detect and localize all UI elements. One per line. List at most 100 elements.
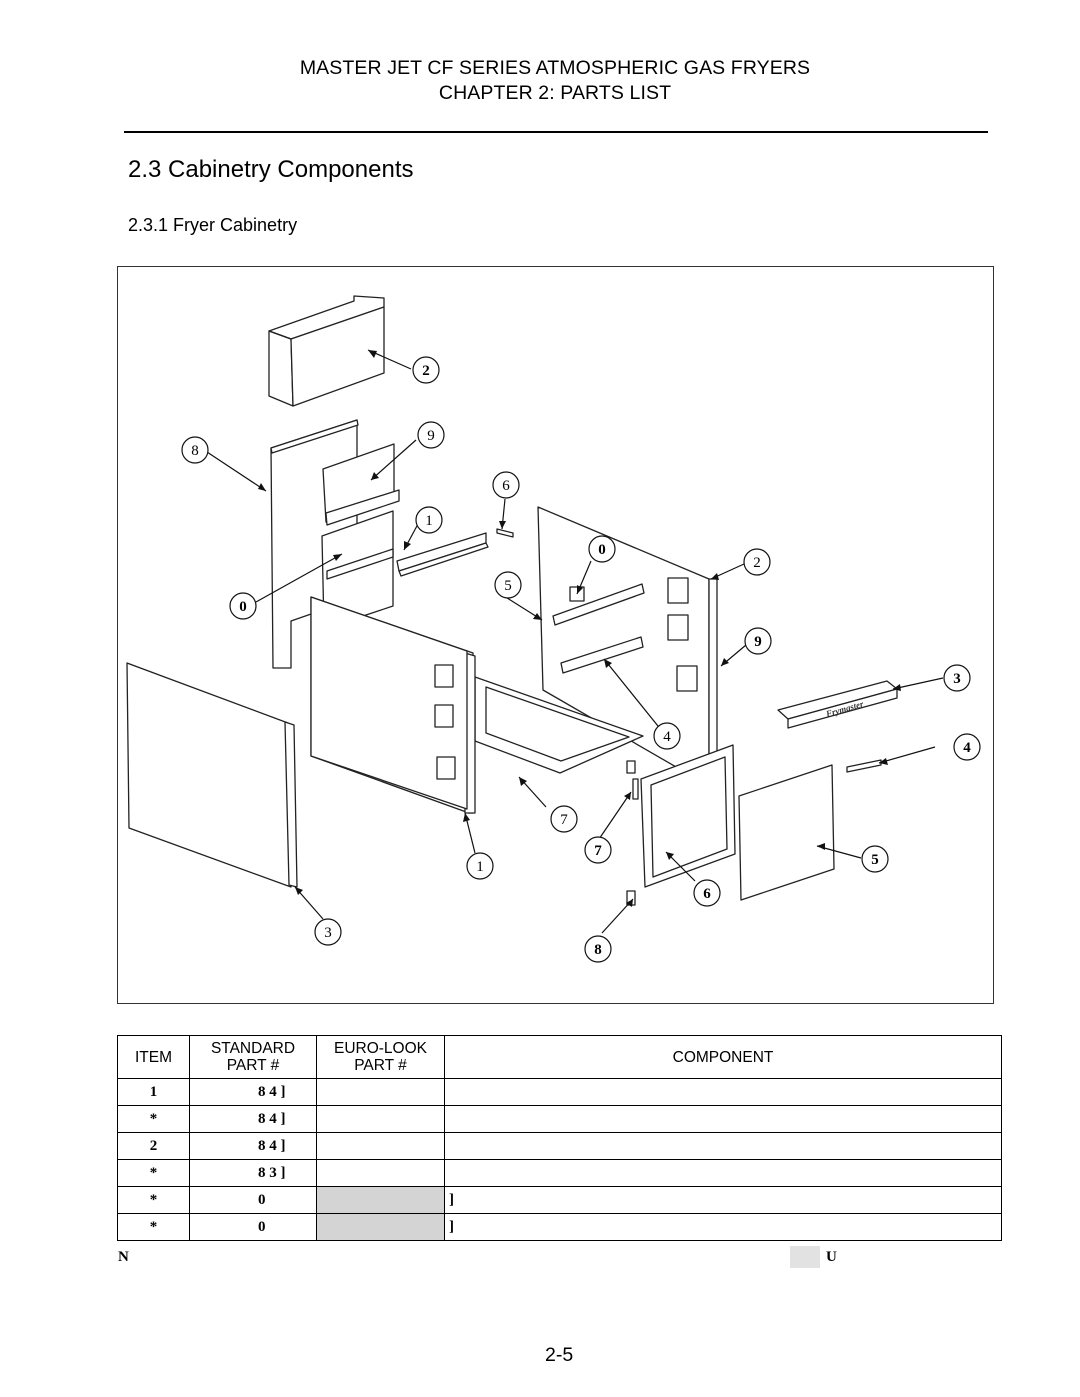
row-euro-look-part <box>316 1132 445 1160</box>
side-skin-part <box>126 662 292 888</box>
upper-plate-rail <box>325 489 400 526</box>
lower-cross-rail <box>560 636 644 674</box>
rear-panel-top <box>270 419 359 454</box>
callout-label: 6 <box>502 478 510 494</box>
header-component: COMPONENT <box>444 1035 1002 1079</box>
flue-cap-face <box>290 306 385 407</box>
row-component <box>444 1132 1002 1160</box>
callout-circle <box>314 918 342 946</box>
table-row: *0] <box>117 1213 1002 1241</box>
left-side-panel-face <box>310 596 468 810</box>
row-item: * <box>117 1105 190 1133</box>
row-component <box>444 1159 1002 1187</box>
top-cap-front <box>787 688 898 729</box>
row-item: * <box>117 1213 190 1241</box>
table-row: *0] <box>117 1186 1002 1214</box>
callout-label: 2 <box>753 555 761 571</box>
row-euro-look-part <box>316 1078 445 1106</box>
bracket-part <box>496 528 514 538</box>
header-rule <box>124 131 988 133</box>
row-standard-part: 8 4 ] <box>189 1078 317 1106</box>
callout-circle <box>953 733 981 761</box>
handle-part <box>846 759 882 773</box>
row-component <box>444 1105 1002 1133</box>
header-euro-look-part: EURO-LOOK PART # <box>316 1035 445 1079</box>
callout-label: 0 <box>239 599 247 615</box>
callout-label: 8 <box>594 942 602 958</box>
callout-circle <box>415 506 443 534</box>
table-header-row: ITEM STANDARD PART # EURO-LOOK PART # CO… <box>117 1035 1002 1079</box>
callout-circle <box>229 592 257 620</box>
row-component: ] <box>444 1213 1002 1241</box>
table-row: *8 3 ] <box>117 1159 1002 1187</box>
row-item: 2 <box>117 1132 190 1160</box>
exploded-view-figure: Frymaster <box>117 266 994 1004</box>
callout-circle <box>417 421 445 449</box>
callout-label: 3 <box>324 925 332 941</box>
table-note: N <box>118 1249 129 1265</box>
page-number: 2-5 <box>545 1344 574 1366</box>
callout-circle <box>584 935 612 963</box>
row-standard-part: 0 <box>189 1186 317 1214</box>
header-standard-part: STANDARD PART # <box>189 1035 317 1079</box>
row-standard-part: 8 4 ] <box>189 1132 317 1160</box>
callout-circle <box>181 436 209 464</box>
shading-legend-text: U <box>826 1249 837 1265</box>
upper-cross-rail <box>552 583 645 626</box>
callout-circle <box>584 836 612 864</box>
row-item: * <box>117 1159 190 1187</box>
lower-plate-rail <box>326 548 394 580</box>
row-component <box>444 1078 1002 1106</box>
flue-cap-front <box>268 330 294 407</box>
callout-circle <box>494 571 522 599</box>
row-euro-look-part <box>316 1186 445 1214</box>
callout-label: 6 <box>703 886 711 902</box>
callout-circle <box>550 805 578 833</box>
callout-circle <box>653 722 681 750</box>
callout-label: 9 <box>754 634 762 650</box>
callout-label: 0 <box>598 542 606 558</box>
callout-label: 7 <box>560 812 568 828</box>
header-title: MASTER JET CF SERIES ATMOSPHERIC GAS FRY… <box>299 57 811 79</box>
callout-circle <box>861 845 889 873</box>
side-rail-lip <box>398 542 489 577</box>
door-frame-part <box>640 744 736 888</box>
shading-legend-swatch <box>790 1246 820 1268</box>
row-standard-part: 0 <box>189 1213 317 1241</box>
row-item: * <box>117 1186 190 1214</box>
callout-label: 8 <box>191 443 199 459</box>
header-item: ITEM <box>117 1035 190 1079</box>
callout-circle <box>693 879 721 907</box>
callout-label: 5 <box>871 852 879 868</box>
row-standard-part: 8 3 ] <box>189 1159 317 1187</box>
callout-label: 4 <box>663 729 671 745</box>
callout-label: 1 <box>476 859 484 875</box>
section-title: 2.3 Cabinetry Components <box>128 156 414 183</box>
door-panel-part <box>738 764 835 901</box>
callout-label: 5 <box>504 578 512 594</box>
chapter-title: CHAPTER 2: PARTS LIST <box>438 82 672 104</box>
row-standard-part: 8 4 ] <box>189 1105 317 1133</box>
row-euro-look-part <box>316 1213 445 1241</box>
callout-label: 2 <box>422 363 430 379</box>
callout-label: 9 <box>427 428 435 444</box>
callout-label: 4 <box>963 740 971 756</box>
base-frame-inner <box>485 686 630 762</box>
callout-circle <box>744 627 772 655</box>
table-row: *8 4 ] <box>117 1105 1002 1133</box>
callout-circle <box>412 356 440 384</box>
callout-circle <box>466 852 494 880</box>
callout-label: 7 <box>594 843 602 859</box>
cabinetry-diagram: Frymaster <box>126 295 981 963</box>
callout-label: 3 <box>953 671 961 687</box>
row-component: ] <box>444 1186 1002 1214</box>
row-euro-look-part <box>316 1159 445 1187</box>
parts-table: ITEM STANDARD PART # EURO-LOOK PART # CO… <box>117 1035 1002 1241</box>
callout-label: 1 <box>425 513 433 529</box>
callout-circle <box>943 664 971 692</box>
subsection-title: 2.3.1 Fryer Cabinetry <box>128 215 298 235</box>
callout-circle <box>743 548 771 576</box>
row-item: 1 <box>117 1078 190 1106</box>
